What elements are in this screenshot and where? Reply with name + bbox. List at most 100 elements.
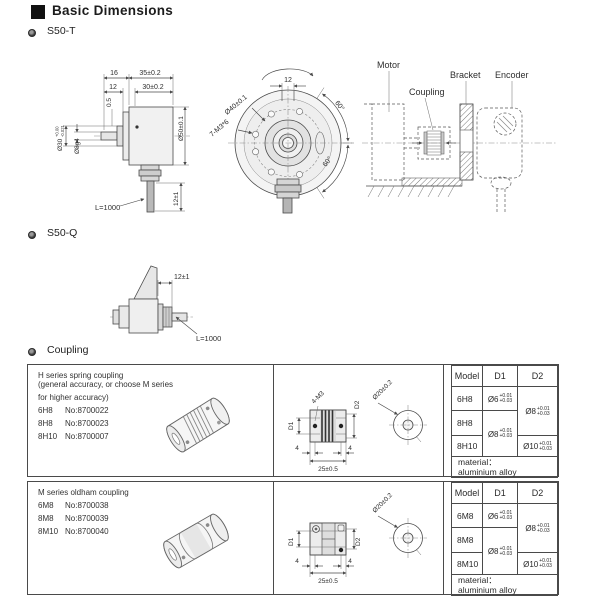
bullet-icon — [28, 348, 36, 356]
coupling-description-m: M series oldham coupling 6M8 No:8700038 … — [38, 488, 268, 536]
s50t-side-shapes — [94, 106, 190, 213]
section-label-coupling: Coupling — [47, 344, 89, 356]
model-row: 6H8 No:8700022 — [38, 406, 268, 415]
d1-label: D1 — [288, 421, 295, 430]
model-no: No:8700040 — [65, 527, 109, 536]
label-motor: Motor — [377, 60, 400, 70]
dim-label-12-1: 12±1 — [173, 191, 180, 206]
col-header-d2: D2 — [517, 365, 558, 387]
d2-label: D2 — [354, 400, 361, 409]
end-dim-left: 4 — [295, 558, 299, 565]
material-cell: material： aluminium alloy — [451, 574, 558, 596]
width-dim: 25±0.5 — [318, 466, 338, 473]
d1-cell: Ø8+0.01+0.03 — [482, 527, 518, 575]
material-label: material： — [458, 457, 497, 467]
spring-coupling-3d-image — [166, 397, 230, 453]
screws-label: 7-M3*6 — [209, 119, 231, 139]
model-cell: 6M8 — [451, 503, 483, 528]
label-bracket: Bracket — [450, 70, 481, 80]
model-no: No:8700038 — [65, 501, 109, 510]
divider — [443, 365, 444, 476]
d2-cell: Ø8+0.01+0.03 — [517, 503, 558, 553]
material-row: material： aluminium alloy — [451, 574, 558, 596]
model-cell: 6H8 — [451, 386, 483, 411]
material-row: material： aluminium alloy — [451, 456, 558, 478]
cable-length-label: L=1000 — [196, 334, 221, 343]
tolerance: +0.01+0.03 — [499, 393, 513, 405]
coupling-description-h: H series spring coupling (general accura… — [38, 371, 268, 441]
dia-value: Ø8 — [487, 429, 499, 439]
desc-line: for higher accuracy) — [38, 393, 109, 402]
model-row: 8M8 No:8700039 — [38, 514, 268, 523]
table-header-row: Model D1 D2 — [451, 365, 558, 387]
col-header-d1: D1 — [482, 482, 518, 504]
material-cell: material： aluminium alloy — [451, 456, 558, 478]
dim-label-05: 0.5 — [106, 98, 113, 107]
dia-value: Ø6 — [487, 394, 499, 404]
width-dim: 25±0.5 — [318, 578, 338, 585]
model-cell: 8H10 — [451, 435, 483, 457]
angle-label-top: 60° — [333, 99, 346, 112]
model-code: 6M8 — [38, 501, 54, 510]
desc-line: (general accuracy, or choose M series — [38, 380, 174, 389]
material-value: aluminium alloy — [458, 584, 517, 595]
divider — [443, 482, 444, 594]
d1-cell: Ø6+0.01+0.03 — [482, 386, 518, 411]
section-square-icon — [31, 5, 45, 19]
oldham-coupling-3d-image — [163, 513, 229, 569]
d1-label: D1 — [288, 537, 295, 546]
coupling-table-h: Model D1 D2 6H8 Ø6+0.01+0.03 Ø8+0.01+0.0… — [451, 365, 558, 478]
s50t-side-dimensions: 16 35±0.2 12 30±0.2 0.5 Ø30 +0.00 -0.021… — [55, 70, 189, 212]
outer-dia-label: Ø20±0.2 — [371, 379, 394, 402]
model-code: 8M10 — [38, 527, 59, 536]
h-coupling-side-view — [309, 409, 347, 443]
s50t-front-view-drawing: 12 Ø40±0.1 7-M3*6 60° 60° — [209, 68, 354, 214]
model-code: 6H8 — [38, 406, 53, 415]
section-label-s50t: S50-T — [47, 25, 76, 37]
dim-label-35: 35±0.2 — [139, 70, 160, 77]
model-row: 6M8 No:8700038 — [38, 501, 268, 510]
bullet-icon — [28, 29, 36, 37]
d2-cell: Ø10+0.01+0.03 — [517, 435, 558, 457]
model-no: No:8700023 — [65, 419, 109, 428]
page-title: Basic Dimensions — [52, 3, 174, 18]
dia-label-30: Ø30 — [57, 138, 64, 151]
d1-cell: Ø8+0.01+0.03 — [482, 410, 518, 457]
end-dim-right: 4 — [348, 558, 352, 565]
tolerance: +0.01+0.03 — [537, 405, 550, 417]
dim-label-16: 16 — [110, 70, 118, 77]
dia-30-tol-upper: +0.00 — [55, 126, 60, 137]
model-code: 8M8 — [38, 514, 54, 523]
coupling-row-h-series: H series spring coupling (general accura… — [27, 364, 559, 478]
model-no: No:8700007 — [65, 432, 109, 441]
model-cell: 8H8 — [451, 410, 483, 436]
col-header-model: Model — [451, 365, 483, 387]
dia-label-50: Ø50±0.1 — [178, 116, 185, 141]
cable-length-label: L=1000 — [95, 203, 120, 212]
s50q-view-drawing: 12±1 L=1000 — [110, 265, 221, 343]
tolerance: +0.01+0.03 — [537, 522, 550, 534]
h-coupling-dimension-drawing: 4-M3 D1 D2 — [288, 379, 427, 473]
model-cell: 8M10 — [451, 552, 483, 575]
table-row: 8M8 Ø8+0.01+0.03 — [451, 527, 558, 575]
label-encoder: Encoder — [495, 70, 529, 80]
model-cell: 8M8 — [451, 527, 483, 553]
model-no: No:8700022 — [65, 406, 109, 415]
material-label: material： — [458, 575, 497, 585]
d2-cell: Ø8+0.01+0.03 — [517, 386, 558, 436]
table-row: 8H10 Ø10+0.01+0.03 — [451, 435, 558, 457]
model-row: 8H8 No:8700023 — [38, 419, 268, 428]
desc-line: H series spring coupling — [38, 371, 124, 380]
material-value: aluminium alloy — [458, 466, 517, 477]
table-row: 6H8 Ø6+0.01+0.03 Ø8+0.01+0.03 — [451, 386, 558, 436]
dim-label-30: 30±0.2 — [142, 84, 163, 91]
dia-value: Ø8 — [525, 524, 536, 534]
install-shapes — [362, 103, 556, 212]
table-row: 6M8 Ø6+0.01+0.03 Ø8+0.01+0.03 — [451, 503, 558, 553]
dim-label-slot-12: 12 — [284, 77, 292, 84]
coupling-table-m: Model D1 D2 6M8 Ø6+0.01+0.03 Ø8+0.01+0.0… — [451, 482, 558, 596]
dia-value: Ø10 — [523, 559, 539, 569]
installation-diagram: Motor Coupling Bracket Encoder — [362, 60, 556, 212]
oldham-coupling-body — [163, 513, 229, 569]
